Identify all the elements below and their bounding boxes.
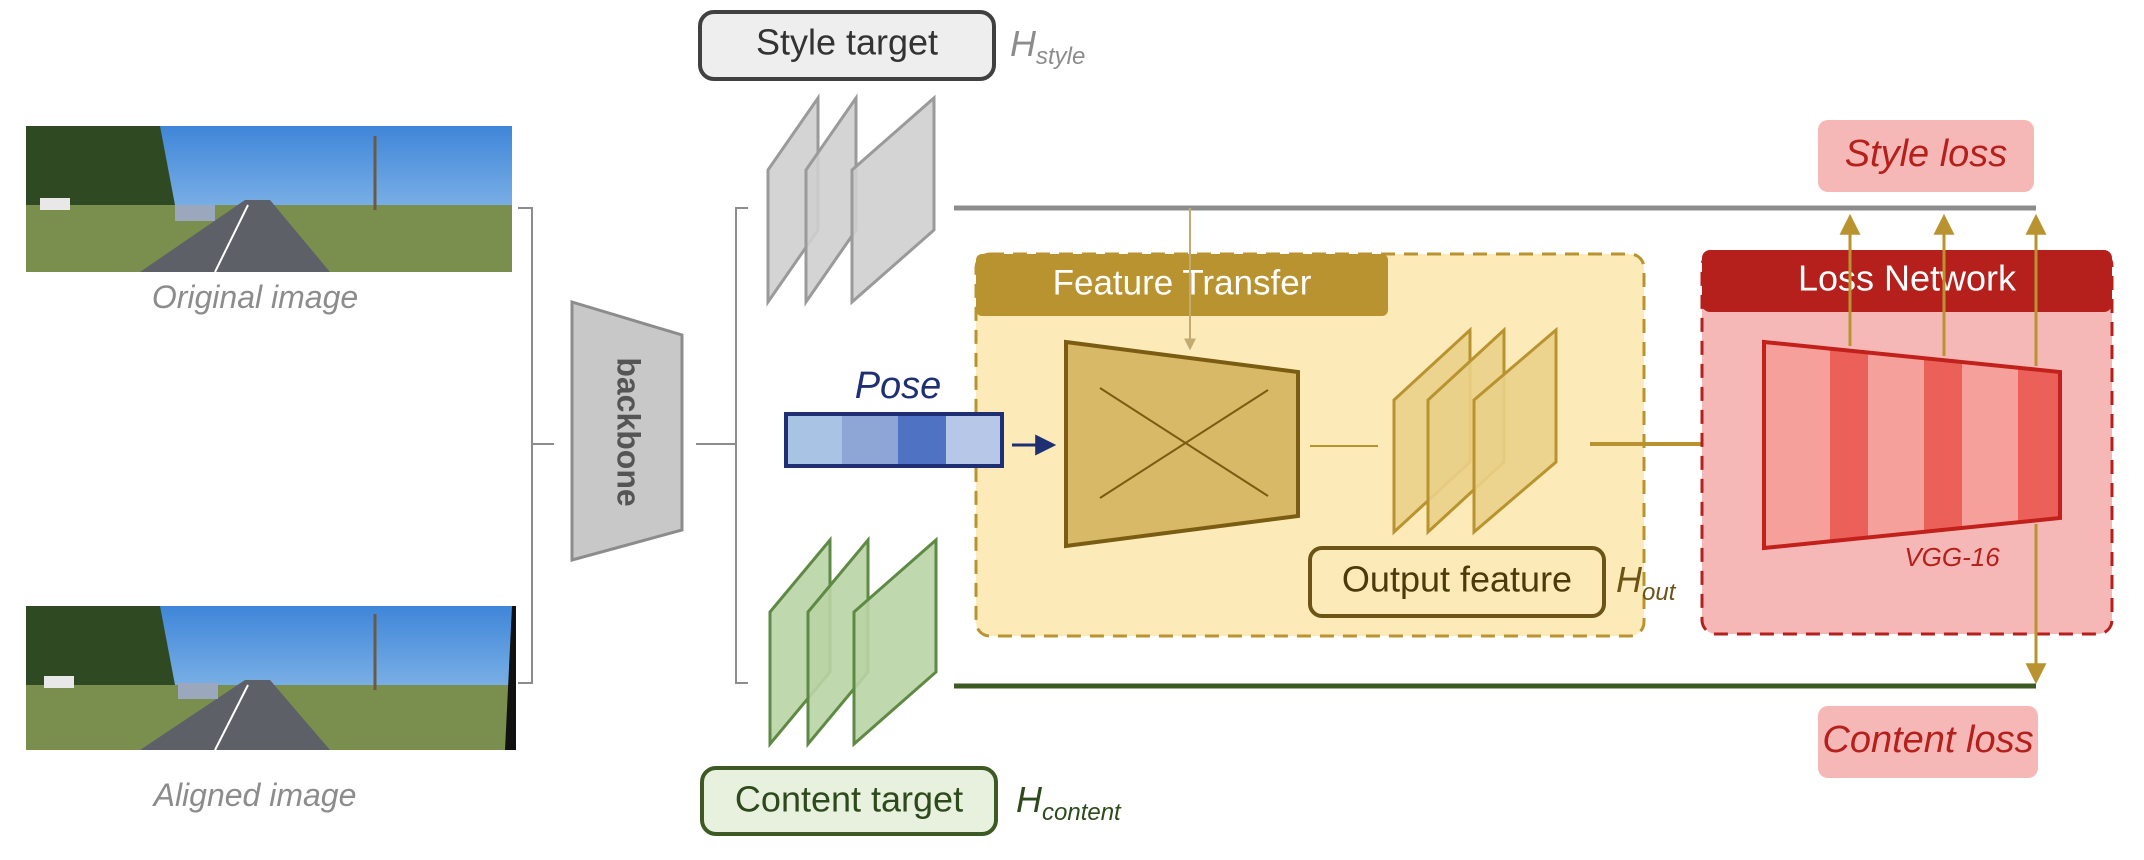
loss-network-header [1702, 250, 2112, 312]
feature-transfer-header [976, 254, 1388, 316]
vgg-network [1762, 339, 2062, 551]
aligned-image [26, 606, 516, 751]
content-feature-maps [768, 535, 938, 749]
content-target-label: Content target [735, 779, 963, 820]
aligned-image-caption: Aligned image [152, 777, 357, 813]
feature-bracket [696, 207, 748, 684]
content-symbol: Hcontent [1016, 779, 1122, 826]
style-loss-box [1818, 120, 2034, 192]
style-target-label: Style target [756, 22, 938, 63]
original-image [26, 126, 512, 273]
style-feature-maps [766, 93, 936, 307]
style-symbol: Hstyle [1010, 23, 1085, 70]
feature-transfer-title: Feature Transfer [1053, 263, 1312, 302]
backbone-label: backbone [611, 357, 647, 506]
original-image-caption: Original image [152, 279, 358, 315]
content-loss-box [1818, 706, 2038, 778]
content-target-box [700, 766, 998, 836]
transfer-module [1064, 339, 1300, 549]
output-feature-label: Output feature [1342, 559, 1572, 600]
output-symbol: Hout [1616, 559, 1677, 606]
backbone-block [570, 299, 684, 562]
loss-network-title: Loss Network [1798, 258, 2017, 299]
style-target-box [698, 10, 996, 81]
input-bracket [518, 207, 554, 684]
vgg-label: VGG-16 [1904, 542, 2000, 572]
content-loss-label: Content loss [1822, 719, 2033, 761]
style-loss-arrows [1839, 213, 2047, 366]
style-loss-label: Style loss [1845, 133, 2008, 175]
output-feature-maps [1392, 326, 1558, 536]
pose-label: Pose [855, 365, 942, 407]
output-feature-box [1308, 546, 1606, 618]
pose-vector [784, 412, 1004, 468]
